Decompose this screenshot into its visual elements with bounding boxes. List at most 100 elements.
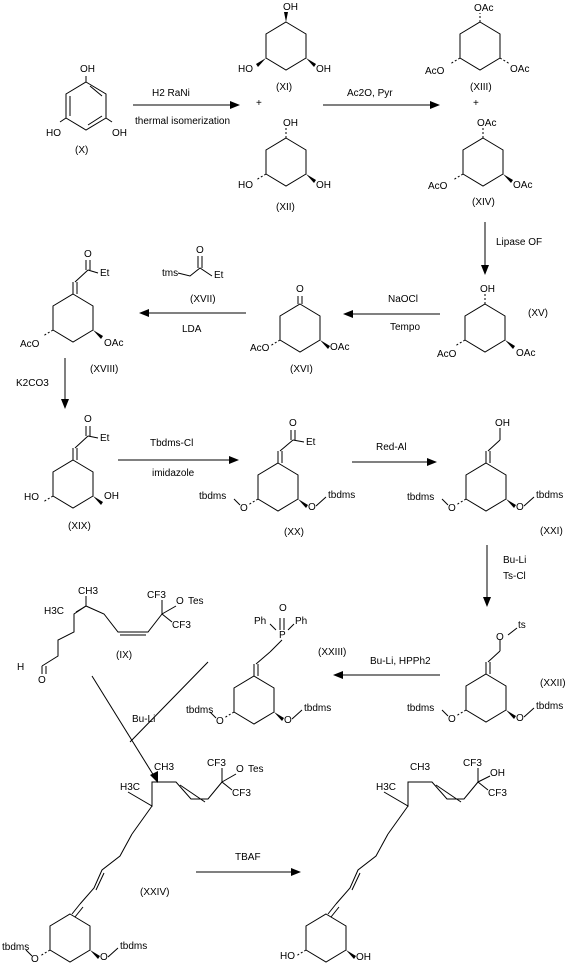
atom-label: O bbox=[448, 714, 456, 725]
compound-label: (XVIII) bbox=[90, 364, 118, 375]
compound-label: (XIX) bbox=[68, 521, 91, 532]
compound-label: (XIII) bbox=[470, 82, 492, 93]
compound-XXIV: CH3 H3C CF3 O Tes CF3 tbdms O O tbdms (X… bbox=[2, 758, 264, 965]
atom-label: tbdms bbox=[186, 705, 213, 716]
atom-label: OH bbox=[80, 64, 95, 75]
atom-label: O bbox=[308, 502, 316, 513]
atom-label: tbdms bbox=[120, 941, 147, 952]
atom-label: H bbox=[17, 662, 24, 673]
reagent-label: Lipase OF bbox=[496, 237, 542, 248]
atom-label: O bbox=[279, 603, 287, 614]
compound-label: (XII) bbox=[276, 202, 295, 213]
atom-label: OH bbox=[490, 768, 505, 779]
atom-label: O bbox=[284, 715, 292, 726]
compound-label: (XVII) bbox=[190, 294, 216, 305]
compound-label: (XVI) bbox=[290, 364, 313, 375]
plus-sign: + bbox=[473, 98, 479, 109]
reagent-label: Ts-Cl bbox=[503, 571, 526, 582]
compound-label: (XXIV) bbox=[140, 887, 169, 898]
atom-label: O bbox=[38, 675, 46, 686]
atom-label: CH3 bbox=[154, 762, 174, 773]
atom-label: CF3 bbox=[172, 620, 191, 631]
atom-label: ts bbox=[518, 620, 526, 631]
compound-XV: OH AcO OAc (XV) bbox=[437, 284, 548, 360]
atom-label: tbdms bbox=[536, 490, 563, 501]
atom-label: HO bbox=[238, 64, 253, 75]
atom-label: O bbox=[289, 418, 297, 429]
atom-label: AcO bbox=[20, 339, 40, 350]
atom-label: OH bbox=[356, 952, 371, 963]
atom-label: H3C bbox=[120, 782, 140, 793]
atom-label: CH3 bbox=[410, 762, 430, 773]
atom-label: O bbox=[240, 503, 248, 514]
atom-label: AcO bbox=[425, 66, 445, 77]
compound-final: CH3 H3C CF3 OH CF3 HO OH bbox=[280, 758, 507, 963]
atom-label: O bbox=[84, 249, 92, 260]
atom-label: OAc bbox=[474, 3, 493, 14]
atom-label: H3C bbox=[44, 606, 64, 617]
compound-XXIII: Ph O Ph P tbdms O O tbdms (XXIII) bbox=[186, 603, 346, 727]
compound-label: (XI) bbox=[276, 82, 292, 93]
reagent-label: H2 RaNi bbox=[152, 88, 190, 99]
atom-label: O bbox=[84, 414, 92, 425]
atom-label: OH bbox=[104, 491, 119, 502]
reagent-label: Red-Al bbox=[376, 442, 407, 453]
atom-label: CH3 bbox=[78, 586, 98, 597]
atom-label: OH bbox=[283, 118, 298, 129]
atom-label: tbdms bbox=[328, 490, 355, 501]
atom-label: CF3 bbox=[488, 788, 507, 799]
atom-label: tbdms bbox=[407, 492, 434, 503]
atom-label: Et bbox=[306, 437, 316, 448]
atom-label: OH bbox=[316, 180, 331, 191]
atom-label: H3C bbox=[376, 782, 396, 793]
compound-XIX: O Et HO OH (XIX) bbox=[24, 414, 119, 532]
atom-label: O bbox=[516, 502, 524, 513]
atom-label: tbdms bbox=[304, 703, 331, 714]
atom-label: CF3 bbox=[232, 788, 251, 799]
plus-sign: + bbox=[256, 98, 262, 109]
reagent-label: Tbdms-Cl bbox=[150, 438, 193, 449]
compound-label: (XV) bbox=[528, 308, 548, 319]
compound-label: (XXIII) bbox=[318, 647, 346, 658]
compound-XIV: OAc AcO OAc (XIV) bbox=[428, 118, 532, 208]
atom-label: OAc bbox=[477, 118, 496, 129]
atom-label: HO bbox=[238, 180, 253, 191]
compound-XVIII: O Et AcO OAc (XVIII) bbox=[20, 249, 123, 375]
atom-label: OH bbox=[480, 284, 495, 295]
atom-label: O bbox=[100, 952, 108, 963]
reagent-label: Bu-Li bbox=[503, 555, 526, 566]
atom-label: OH bbox=[495, 418, 510, 429]
reagent-label: Bu-Li bbox=[132, 714, 155, 725]
atom-label: Ph bbox=[254, 616, 266, 627]
atom-label: O bbox=[216, 716, 224, 727]
atom-label: AcO bbox=[250, 343, 270, 354]
reagent-label: LDA bbox=[182, 324, 202, 335]
compound-XVI: O AcO OAc (XVI) bbox=[250, 284, 349, 375]
atom-label: tbdms bbox=[199, 491, 226, 502]
compound-label: (XXII) bbox=[540, 678, 566, 689]
atom-label: OAc bbox=[510, 64, 529, 75]
reagent-label: NaOCl bbox=[388, 294, 418, 305]
atom-label: Et bbox=[100, 433, 110, 444]
reagent-label: imidazole bbox=[152, 468, 195, 479]
compound-label: (XIV) bbox=[472, 197, 495, 208]
atom-label: OH bbox=[316, 64, 331, 75]
atom-label: O bbox=[516, 713, 524, 724]
atom-label: O bbox=[31, 954, 39, 965]
compound-XI: OH HO OH (XI) bbox=[238, 2, 331, 93]
compound-XII: OH HO OH (XII) bbox=[238, 118, 331, 213]
atom-label: OAc bbox=[104, 338, 123, 349]
atom-label: tbdms bbox=[536, 701, 563, 712]
compound-IX: CF3 O Tes CH3 H3C CF3 H O (IX) bbox=[17, 586, 204, 686]
compound-XXII: O ts tbdms O O tbdms (XXII) bbox=[407, 620, 566, 725]
atom-label: CF3 bbox=[207, 758, 226, 769]
atom-label: O bbox=[296, 284, 304, 295]
atom-label: tbdms bbox=[2, 942, 29, 953]
atom-label: CF3 bbox=[147, 590, 166, 601]
atom-label: tms bbox=[162, 268, 178, 279]
atom-label: HO bbox=[46, 128, 61, 139]
atom-label: OAc bbox=[330, 342, 349, 353]
atom-label: Tes bbox=[248, 764, 264, 775]
reagent-label: Bu-Li, HPPh2 bbox=[370, 656, 431, 667]
